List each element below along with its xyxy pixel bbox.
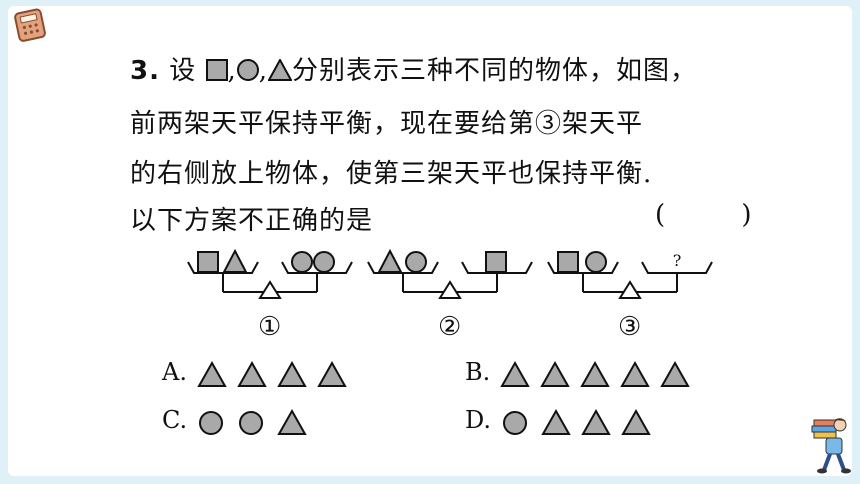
- triangle-symbol-icon: [267, 57, 293, 81]
- scale-1-left-triangle: [222, 248, 248, 273]
- square-symbol-icon: [205, 59, 228, 81]
- scale-3-question-mark: ?: [673, 251, 682, 270]
- scale-2-right-square: [485, 251, 507, 273]
- scale-2-left-triangle: [377, 248, 403, 273]
- scale-1-right-circle: [291, 251, 313, 273]
- scale-2: [367, 248, 533, 299]
- question-prefix: 设: [169, 56, 197, 86]
- scale-3-left-circle: [585, 251, 607, 273]
- option-b[interactable]: B.: [465, 358, 698, 388]
- scale-1-right-circle: [313, 251, 335, 273]
- option-a-shapes: [196, 360, 347, 387]
- answer-parentheses: ( ): [655, 200, 786, 230]
- option-b-letter: B.: [465, 358, 491, 386]
- calculator-icon: [14, 8, 46, 42]
- circle-symbol-icon: [236, 59, 259, 81]
- scale-3-label: ③: [618, 312, 642, 342]
- option-c-shapes: [198, 408, 307, 435]
- question-line-2: 前两架天平保持平衡，现在要给第③架天平: [130, 109, 644, 139]
- option-d-letter: D.: [465, 406, 492, 434]
- scale-1: [187, 248, 353, 299]
- question-line-1-text: 分别表示三种不同的物体，如图，: [292, 56, 698, 86]
- page-frame: [8, 6, 852, 476]
- scale-1-label: ①: [258, 312, 282, 342]
- scale-3-left-square: [557, 251, 579, 273]
- option-d-shapes: [502, 408, 651, 435]
- option-c[interactable]: C.: [162, 406, 325, 436]
- balance-scales-figure: ?: [187, 248, 713, 299]
- question-line-3: 的右侧放上物体，使第三架天平也保持平衡.: [130, 159, 653, 189]
- option-a[interactable]: A.: [162, 358, 355, 388]
- question-number: 3.: [130, 56, 160, 86]
- question-line-4: 以下方案不正确的是: [130, 206, 374, 236]
- scale-1-left-square: [197, 251, 219, 273]
- scale-2-label: ②: [438, 312, 462, 342]
- scale-2-left-circle: [405, 251, 427, 273]
- option-a-letter: A.: [162, 358, 187, 386]
- scale-3: [547, 251, 713, 299]
- option-b-shapes: [500, 360, 690, 387]
- student-with-books-icon: [811, 418, 851, 474]
- option-c-letter: C.: [162, 406, 188, 434]
- question-line-1: 3. 设 ,,分别表示三种不同的物体，如图，: [130, 56, 698, 86]
- option-d[interactable]: D.: [465, 406, 659, 436]
